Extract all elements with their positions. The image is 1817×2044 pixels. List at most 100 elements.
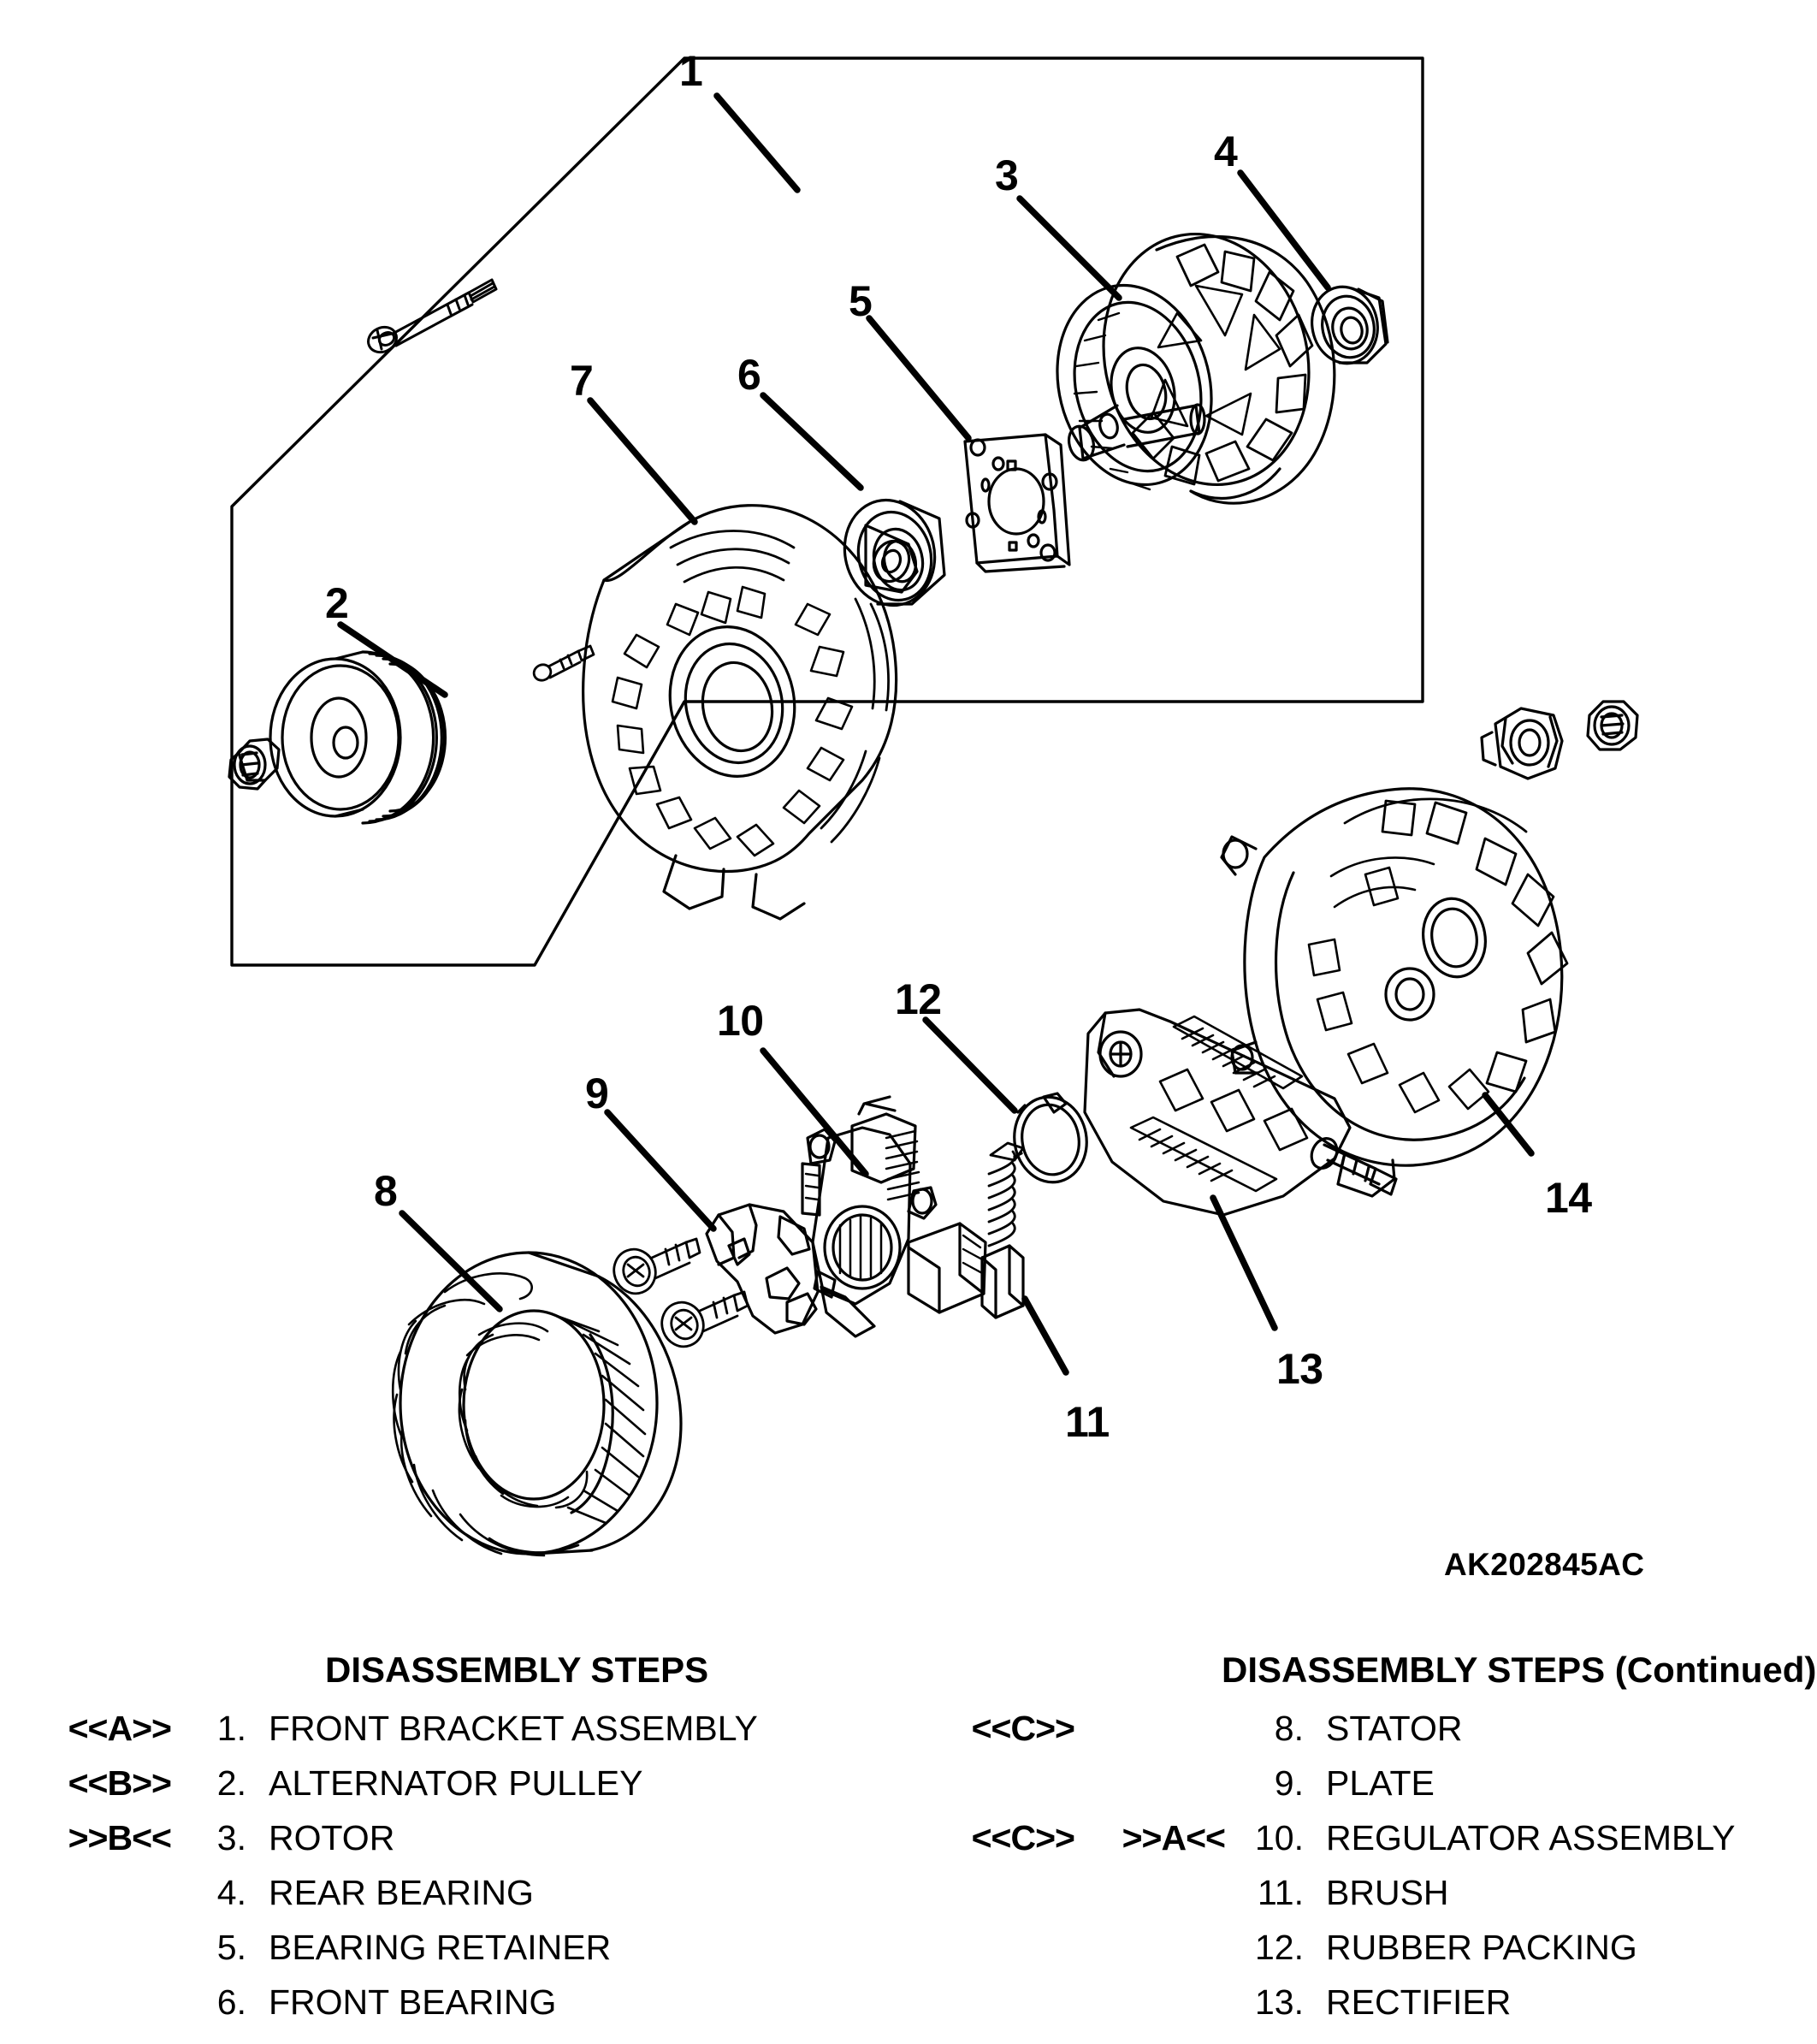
callout-9: 9 xyxy=(585,1069,609,1117)
exploded-view-figure: 1 2 3 4 5 6 7 8 9 10 11 12 13 14 xyxy=(228,47,1639,1557)
regulator-assembly xyxy=(801,1095,987,1338)
rectifier xyxy=(1083,1008,1398,1217)
step-label: RECTIFIER xyxy=(1326,1982,1512,2023)
leader-1 xyxy=(713,92,801,193)
step-label: RUBBER PACKING xyxy=(1326,1928,1637,1968)
step-label: REAR BRACKET xyxy=(1305,2029,1817,2044)
callout-3: 3 xyxy=(995,151,1019,199)
leader-7 xyxy=(587,397,698,525)
leader-8 xyxy=(399,1210,503,1312)
callout-11: 11 xyxy=(1065,1398,1110,1446)
step-mark: <<B>> xyxy=(68,1763,172,1804)
stator xyxy=(391,1251,683,1557)
step-row: 6. FRONT BEARING xyxy=(0,1975,907,2029)
step-row: 5. BEARING RETAINER xyxy=(0,1920,907,1975)
rotor xyxy=(1056,232,1336,505)
step-label: STATOR xyxy=(1326,1709,1463,1749)
callout-5: 5 xyxy=(849,277,873,325)
alternator-pulley xyxy=(269,650,447,825)
step-number: 9. xyxy=(1274,1763,1304,1804)
step-row: <<C>> >>A<< 10. REGULATOR ASSEMBLY xyxy=(907,1810,1817,1865)
step-number: 7. xyxy=(171,2029,248,2044)
step-number: 14. xyxy=(1225,2029,1305,2044)
step-row: 9. PLATE xyxy=(907,1756,1817,1810)
steps-title-right: DISASSEMBLY STEPS (Continued) xyxy=(1222,1650,1817,1690)
leader-5 xyxy=(866,315,972,441)
callout-14: 14 xyxy=(1545,1174,1592,1222)
leader-6 xyxy=(760,392,864,491)
steps-list-right: <<C>> 8. STATOR 9. PLATE <<C>> >>A<< 10.… xyxy=(907,1701,1817,2044)
leader-9 xyxy=(604,1109,717,1232)
step-number: 4. xyxy=(216,1873,246,1913)
step-label: REGULATOR ASSEMBLY xyxy=(1326,1818,1736,1858)
step-row: 7. FRONT BRACKET xyxy=(0,2029,907,2044)
callout-10: 10 xyxy=(717,997,764,1045)
step-number: 1. xyxy=(216,1709,246,1749)
front-bracket xyxy=(582,504,919,921)
step-number: 6. xyxy=(216,1982,246,2023)
callout-4: 4 xyxy=(1214,127,1238,175)
steps-title-left: DISASSEMBLY STEPS xyxy=(325,1650,709,1690)
front-bracket-assembly-boundary xyxy=(230,56,1424,967)
disassembly-steps-right: DISASSEMBLY STEPS (Continued) <<C>> 8. S… xyxy=(907,1650,1817,2044)
step-label: FRONT BEARING xyxy=(269,1982,557,2023)
leader-10 xyxy=(760,1047,869,1177)
pulley-nut xyxy=(228,738,281,791)
alternator-exploded-drawing xyxy=(228,56,1639,1557)
step-label: ROTOR xyxy=(269,1818,395,1858)
step-number: 3. xyxy=(216,1818,246,1858)
through-bolt xyxy=(367,278,498,354)
step-label: FRONT BRACKET xyxy=(248,2029,907,2044)
step-number: 5. xyxy=(216,1928,246,1968)
step-mark: >>B<< xyxy=(68,1818,172,1858)
callout-1: 1 xyxy=(679,47,703,95)
step-label: PLATE xyxy=(1326,1763,1435,1804)
callout-7: 7 xyxy=(570,357,594,405)
step-label: REAR BEARING xyxy=(269,1873,534,1913)
step-row: <<C>> 8. STATOR xyxy=(907,1701,1817,1756)
step-label: BEARING RETAINER xyxy=(269,1928,612,1968)
callout-13: 13 xyxy=(1276,1345,1323,1393)
callout-6: 6 xyxy=(737,351,761,399)
step-row: 4. REAR BEARING xyxy=(0,1865,907,1920)
step-label: BRUSH xyxy=(1326,1873,1449,1913)
bearing-retainer xyxy=(963,433,1071,573)
leader-12 xyxy=(922,1016,1018,1114)
rear-bracket xyxy=(1220,787,1569,1198)
step-number: 13. xyxy=(1255,1982,1304,2023)
step-row: <<A>> 1. FRONT BRACKET ASSEMBLY xyxy=(0,1701,907,1756)
step-row: 11. BRUSH xyxy=(907,1865,1817,1920)
callout-2: 2 xyxy=(325,579,349,627)
terminal-insulator xyxy=(1480,707,1564,780)
plate xyxy=(705,1203,820,1335)
step-mark-2: >>A<< xyxy=(1122,1818,1226,1858)
drawing-reference-id: AK202845AC xyxy=(1444,1547,1645,1582)
terminal-nut xyxy=(1586,700,1639,751)
step-row: <<B>> 2. ALTERNATOR PULLEY xyxy=(0,1756,907,1810)
brush-and-spring xyxy=(980,1141,1025,1319)
pulley-screw xyxy=(532,644,595,682)
step-row: 12. RUBBER PACKING xyxy=(907,1920,1817,1975)
plate-screw-upper xyxy=(613,1237,701,1295)
front-bearing xyxy=(843,498,946,607)
rear-bearing xyxy=(1311,285,1389,365)
step-mark: <<A>> xyxy=(68,1709,172,1749)
step-row: 14. REAR BRACKET xyxy=(907,2029,1817,2044)
step-number: 12. xyxy=(1255,1928,1304,1968)
leader-4 xyxy=(1237,169,1331,291)
step-number: 8. xyxy=(1274,1709,1304,1749)
steps-list-left: <<A>> 1. FRONT BRACKET ASSEMBLY <<B>> 2.… xyxy=(0,1701,907,2044)
step-label: FRONT BRACKET ASSEMBLY xyxy=(269,1709,758,1749)
step-mark: <<C>> xyxy=(971,1818,1075,1858)
plate-screw-lower xyxy=(660,1290,749,1348)
leader-13 xyxy=(1210,1194,1278,1331)
rubber-packing xyxy=(1013,1092,1088,1184)
step-number: 11. xyxy=(1258,1873,1304,1913)
brush-spring xyxy=(987,1141,1025,1247)
callout-12: 12 xyxy=(895,975,942,1023)
callout-8: 8 xyxy=(374,1167,398,1215)
step-row: >>B<< 3. ROTOR xyxy=(0,1810,907,1865)
leader-3 xyxy=(1016,195,1122,301)
leader-11 xyxy=(1021,1295,1069,1376)
